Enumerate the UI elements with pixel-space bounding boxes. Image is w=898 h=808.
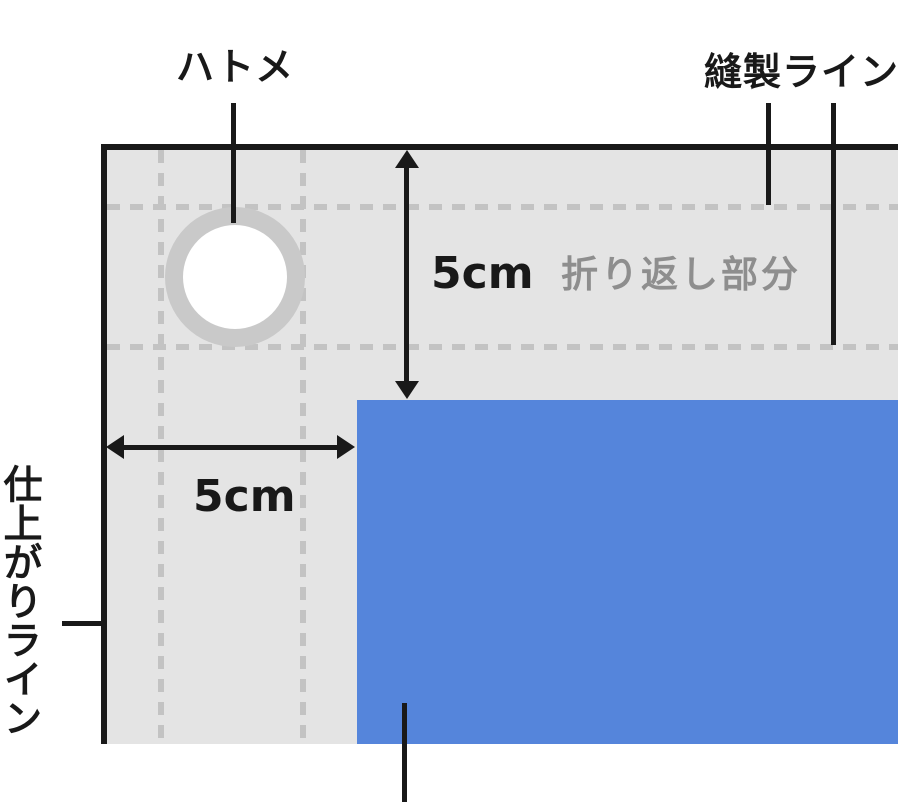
vertical-dimension-arrow-shaft bbox=[404, 160, 409, 388]
sewing-line-callout-2 bbox=[831, 103, 836, 345]
grommet-hole bbox=[183, 225, 287, 329]
finish-line-callout bbox=[62, 621, 103, 626]
finish-line-label: 仕上がりライン bbox=[0, 464, 42, 737]
sewing-dashed-line-top bbox=[107, 204, 898, 210]
sewing-dashed-line-bottom bbox=[107, 344, 898, 350]
arrow-left-icon bbox=[106, 435, 124, 459]
print-design-area bbox=[357, 400, 898, 744]
arrow-up-icon bbox=[395, 150, 419, 168]
grommet-callout-line bbox=[231, 103, 236, 223]
sewing-line-label: 縫製ライン bbox=[704, 50, 898, 94]
fold-section-label: 折り返し部分 bbox=[561, 253, 801, 296]
horizontal-dimension-arrow-shaft bbox=[116, 445, 346, 450]
side-margin-dimension-label: 5cm bbox=[193, 471, 296, 522]
arrow-down-icon bbox=[395, 381, 419, 399]
grommet-label: ハトメ bbox=[176, 45, 295, 89]
arrow-right-icon bbox=[337, 435, 355, 459]
bottom-callout-line bbox=[402, 703, 407, 802]
fold-depth-dimension-label: 5cm bbox=[431, 248, 534, 299]
sewing-line-callout-1 bbox=[766, 103, 771, 205]
